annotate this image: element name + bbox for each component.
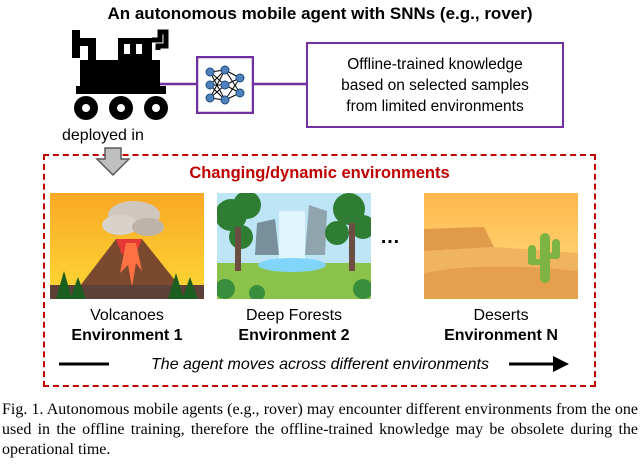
movement-text: The agent moves across different environ… [151, 356, 489, 373]
ellipsis: … [380, 226, 400, 248]
figure-title: An autonomous mobile agent with SNNs (e.… [107, 4, 533, 23]
neural-network-icon [196, 56, 254, 114]
environment-2-label: Environment 2 [238, 327, 350, 344]
knowledge-box: Offline-trained knowledge based on selec… [306, 42, 564, 128]
movement-arrow [59, 356, 569, 372]
deployed-label: deployed in [62, 127, 144, 144]
environment-1-name: Volcanoes [90, 307, 164, 324]
environment-2-name: Deep Forests [245, 307, 343, 324]
figure-caption: Fig. 1. Autonomous mobile agents (e.g., … [2, 401, 638, 458]
environments-title: Changing/dynamic environments [189, 164, 450, 182]
environment-n-label: Environment N [444, 327, 558, 344]
down-arrow-icon [95, 147, 131, 177]
environment-1-label: Environment 1 [71, 327, 183, 344]
rover-icon [72, 29, 169, 120]
forest-waterfall-scene-icon [217, 193, 371, 299]
knowledge-line: from limited environments [346, 97, 524, 115]
environment-n-name: Deserts [473, 307, 529, 324]
knowledge-line: Offline-trained knowledge [347, 55, 523, 73]
environments-box [43, 154, 596, 387]
desert-cactus-scene-icon [424, 193, 578, 299]
knowledge-line: based on selected samples [341, 76, 529, 94]
volcano-scene-icon [50, 193, 204, 299]
